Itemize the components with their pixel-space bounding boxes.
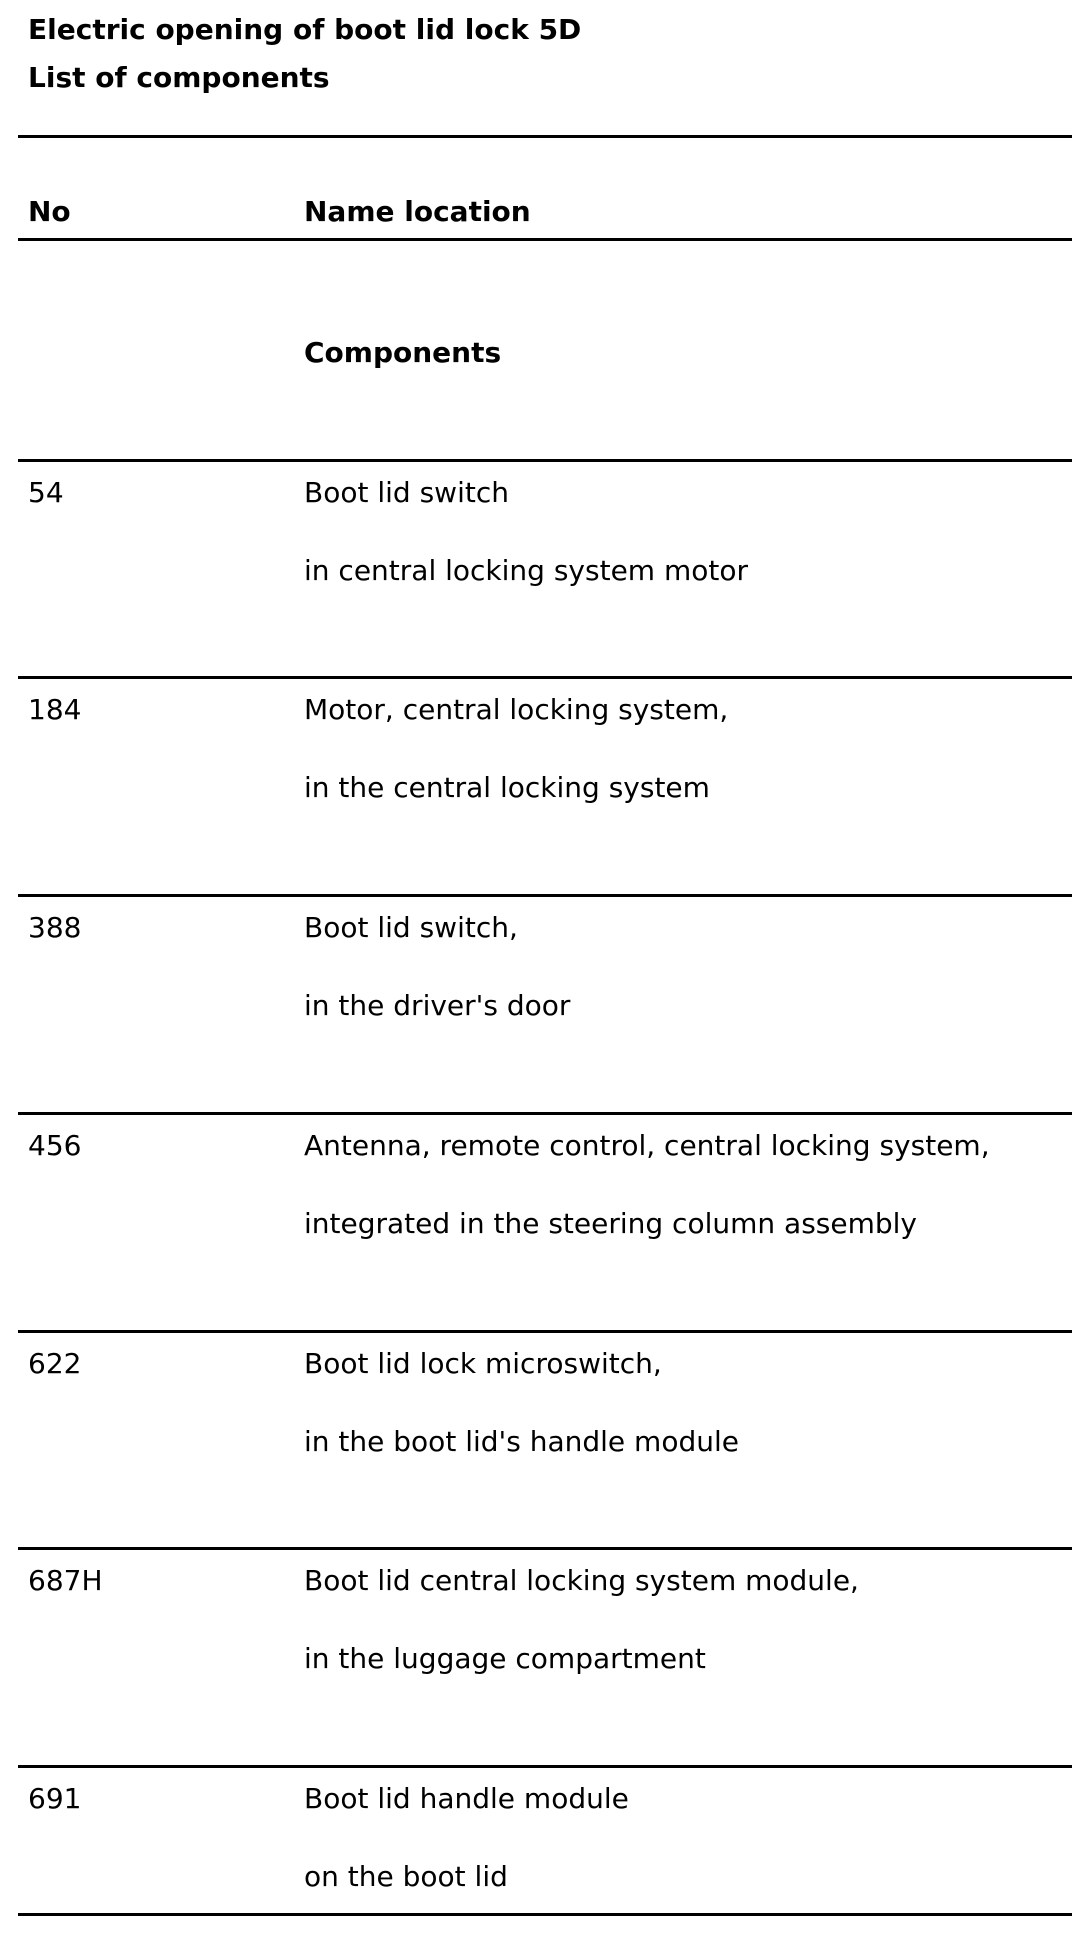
table-row: 691 Boot lid handle module on the boot l… <box>0 1785 1088 1945</box>
table-row: 184 Motor, central locking system, in th… <box>0 696 1088 856</box>
component-number: 456 <box>28 1129 82 1162</box>
component-name: Boot lid lock microswitch, <box>304 1347 662 1380</box>
header-rule <box>18 238 1072 241</box>
component-name: Boot lid switch, <box>304 911 518 944</box>
section-label: Components <box>304 336 502 369</box>
table-row: 687H Boot lid central locking system mod… <box>0 1567 1088 1727</box>
row-rule <box>18 1765 1072 1768</box>
component-name: Motor, central locking system, <box>304 693 729 726</box>
row-rule <box>18 894 1072 897</box>
component-location: on the boot lid <box>304 1860 508 1893</box>
top-rule <box>18 135 1072 138</box>
component-name: Boot lid switch <box>304 476 509 509</box>
component-number: 388 <box>28 911 82 944</box>
component-number: 622 <box>28 1347 82 1380</box>
document-title: Electric opening of boot lid lock 5D <box>28 13 582 46</box>
table-row: 54 Boot lid switch in central locking sy… <box>0 479 1088 639</box>
component-number: 184 <box>28 693 82 726</box>
bottom-rule <box>18 1913 1072 1916</box>
component-number: 54 <box>28 476 64 509</box>
table-row: 622 Boot lid lock microswitch, in the bo… <box>0 1350 1088 1510</box>
component-name: Antenna, remote control, central locking… <box>304 1129 990 1162</box>
component-name: Boot lid central locking system module, <box>304 1564 859 1597</box>
table-row: 388 Boot lid switch, in the driver's doo… <box>0 914 1088 1074</box>
component-location: in the driver's door <box>304 989 571 1022</box>
component-number: 691 <box>28 1782 82 1815</box>
component-number: 687H <box>28 1564 103 1597</box>
component-location: in the luggage compartment <box>304 1642 706 1675</box>
document-subtitle: List of components <box>28 61 330 94</box>
component-location: integrated in the steering column assemb… <box>304 1207 917 1240</box>
table-row: 456 Antenna, remote control, central loc… <box>0 1132 1088 1292</box>
component-location: in the central locking system <box>304 771 710 804</box>
row-rule <box>18 1330 1072 1333</box>
component-name: Boot lid handle module <box>304 1782 629 1815</box>
row-rule <box>18 676 1072 679</box>
column-header-name-location: Name location <box>304 195 531 228</box>
component-location: in the boot lid's handle module <box>304 1425 739 1458</box>
row-rule <box>18 1547 1072 1550</box>
row-rule <box>18 459 1072 462</box>
component-location: in central locking system motor <box>304 554 748 587</box>
column-header-no: No <box>28 195 71 228</box>
row-rule <box>18 1112 1072 1115</box>
